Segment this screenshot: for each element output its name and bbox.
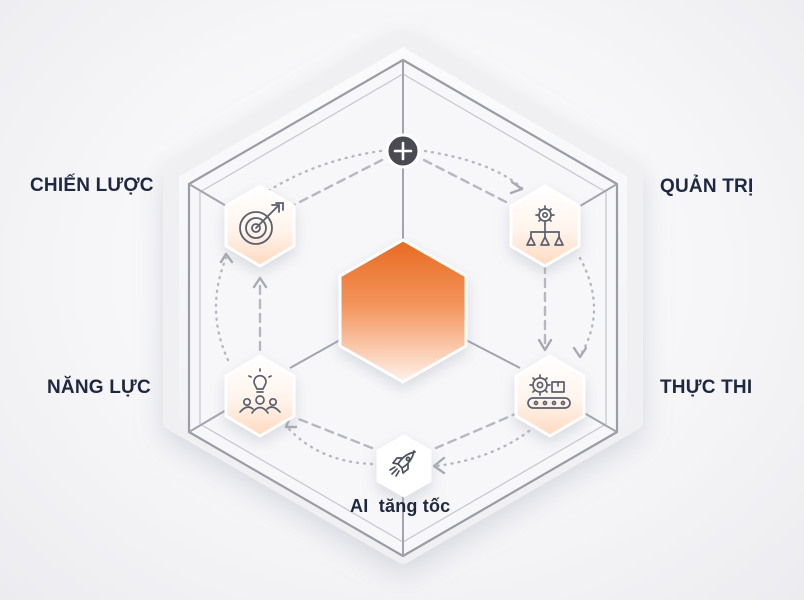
label-execution: THỰC THI [660,377,753,398]
node-ai-boost[interactable] [376,434,432,498]
label-capability: NĂNG LỰC [47,377,151,398]
label-ai-boost: AI tăng tốc [350,496,451,516]
gear-org-chart-icon [526,205,564,246]
connector-arrowheads [219,180,588,475]
gear-conveyor-icon [527,374,571,409]
hub-node[interactable] [385,133,421,169]
node-capability[interactable] [224,354,296,438]
node-governance[interactable] [509,184,581,268]
label-strategy: CHIẾN LƯỢC [30,175,154,196]
label-governance: QUẢN TRỊ [660,176,754,197]
lightbulb-team-icon [239,368,281,414]
node-strategy[interactable] [224,184,296,268]
node-execution[interactable] [514,354,586,438]
plus-icon [393,141,413,161]
core-hexagon [338,238,468,384]
target-arrow-icon [239,202,284,245]
rocket-icon [389,450,416,477]
